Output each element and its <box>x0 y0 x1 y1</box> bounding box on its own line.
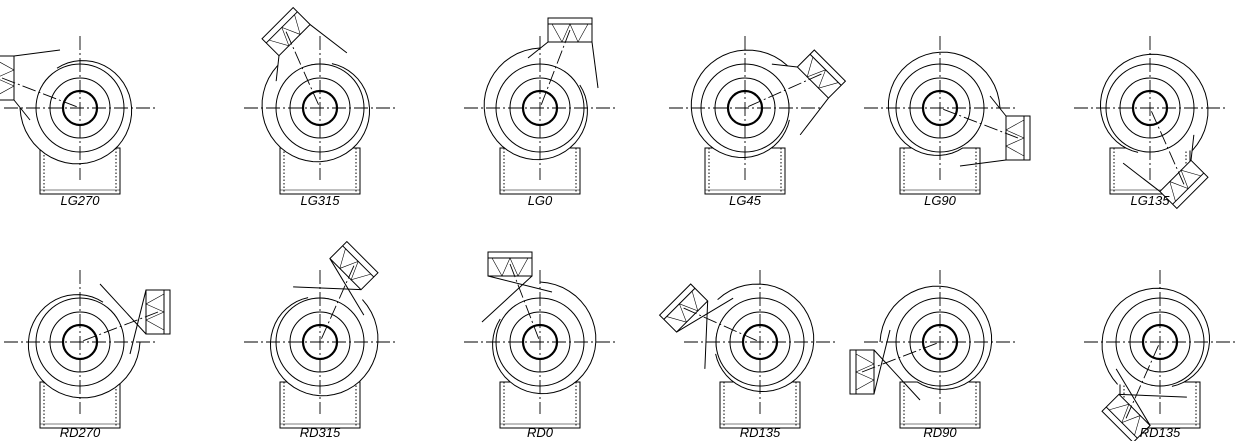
outlet-duct <box>744 49 847 136</box>
variant-label: RD90 <box>923 425 957 440</box>
fan-lg135: LG135 <box>1074 36 1226 210</box>
centre-lines <box>244 270 396 414</box>
centre-lines <box>864 270 1016 414</box>
scroll-casing <box>19 60 133 165</box>
scroll-casing <box>879 285 993 390</box>
centre-lines <box>684 270 836 414</box>
fan-rd270: RD270 <box>4 270 171 440</box>
variant-label: LG90 <box>924 193 957 208</box>
variant-label: LG315 <box>300 193 340 208</box>
variant-label: RD315 <box>300 425 341 440</box>
fan-lg315: LG315 <box>244 6 396 208</box>
fan-lg0: LG0 <box>464 17 616 208</box>
centre-lines <box>1074 36 1226 180</box>
fan-lg90: LG90 <box>864 36 1031 208</box>
fan-rd135a: RD135 <box>658 270 836 440</box>
outlet-duct <box>1101 341 1187 441</box>
outlet-duct <box>0 49 81 121</box>
outlet-duct <box>481 251 553 343</box>
outlet-duct <box>939 95 1031 167</box>
scroll-casing <box>27 294 141 399</box>
centre-lines <box>1084 270 1236 414</box>
outlet-duct <box>79 283 171 355</box>
variant-label: RD0 <box>527 425 554 440</box>
centre-lines <box>464 36 616 180</box>
variant-label: LG270 <box>60 193 100 208</box>
variant-label: LG0 <box>528 193 553 208</box>
outlet-duct <box>527 17 599 109</box>
fan-lg45: LG45 <box>669 36 847 208</box>
variant-label: RD135 <box>1140 425 1181 440</box>
centre-lines <box>864 36 1016 180</box>
fan-rd135b: RD135 <box>1084 270 1236 441</box>
variant-label: RD135 <box>740 425 781 440</box>
fan-lg270: LG270 <box>0 36 156 208</box>
variant-label: RD270 <box>60 425 101 440</box>
scroll-casing <box>492 281 597 395</box>
outlet-duct <box>293 240 379 343</box>
scroll-casing <box>483 47 588 161</box>
variant-label: LG135 <box>1130 193 1170 208</box>
outlet-duct <box>658 283 761 369</box>
centre-lines <box>4 270 156 414</box>
outlet-duct <box>261 6 348 109</box>
variant-label: LG45 <box>729 193 762 208</box>
outlet-duct <box>849 329 941 401</box>
fan-rd0: RD0 <box>464 251 616 440</box>
centre-lines <box>244 36 396 180</box>
centre-lines <box>4 36 156 180</box>
fan-rd90: RD90 <box>849 270 1016 440</box>
scroll-casing <box>887 51 1001 156</box>
centre-lines <box>464 270 616 414</box>
centre-lines <box>669 36 821 180</box>
fan-rd315: RD315 <box>244 240 396 440</box>
outlet-duct <box>1122 107 1209 210</box>
